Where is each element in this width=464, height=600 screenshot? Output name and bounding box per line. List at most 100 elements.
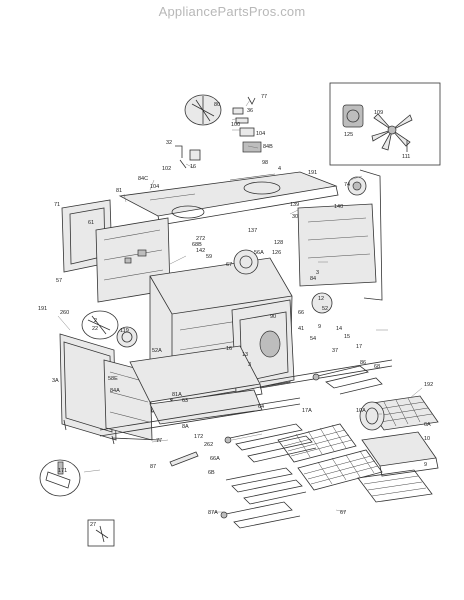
leg-leveler-inset — [39, 459, 81, 497]
part-label: 58E — [108, 376, 118, 382]
part-label: 84 — [310, 276, 316, 282]
part-label: 262 — [204, 442, 213, 448]
part-label: 119 — [120, 328, 129, 334]
hinge-inset — [81, 310, 138, 348]
oven-rack-2 — [297, 449, 383, 491]
part-label: 87A — [208, 510, 218, 516]
site-watermark: AppliancePartsPros.com — [158, 4, 306, 19]
part-label: 140 — [334, 204, 343, 210]
part-label: 137 — [248, 228, 257, 234]
part-label: 272 — [196, 236, 205, 242]
part-label: 14 — [336, 326, 342, 332]
part-label: 6B — [208, 470, 215, 476]
part-label: 17 — [356, 344, 362, 350]
part-label: 37 — [332, 348, 338, 354]
part-label: 81A — [172, 392, 182, 398]
trim-strip — [169, 451, 199, 467]
part-label: 86 — [360, 360, 366, 366]
part-label: 192 — [424, 382, 433, 388]
part-label: 66 — [298, 310, 304, 316]
part-label: 191 — [38, 306, 47, 312]
part-label: 9 — [424, 462, 427, 468]
part-label: 3 — [248, 362, 251, 368]
bottom-element — [220, 501, 301, 529]
part-label: 172 — [194, 434, 203, 440]
part-label: 57 — [56, 278, 62, 284]
part-labels: 77 36 80 100 104 84B 32 16 98 4 191 139 … — [38, 94, 433, 528]
part-label: 142 — [196, 248, 205, 254]
part-label: 84B — [263, 144, 273, 150]
part-label: 4 — [278, 166, 281, 172]
storage-drawer — [129, 345, 263, 425]
part-label: 54 — [310, 336, 316, 342]
convection-fan-inset — [329, 82, 441, 166]
part-label: 10A — [356, 408, 366, 414]
part-label: 63 — [182, 398, 188, 404]
part-label: 84C — [138, 176, 148, 182]
part-label: 81 — [116, 188, 122, 194]
part-label: 104 — [256, 131, 265, 137]
bake-element-upper — [224, 423, 317, 463]
screw-inset — [87, 519, 115, 547]
part-label: 52A — [152, 348, 162, 354]
part-label: 12 — [318, 296, 324, 302]
part-label: 17A — [302, 408, 312, 414]
part-label: 104 — [150, 184, 159, 190]
part-label: 30 — [292, 214, 298, 220]
oven-door — [59, 333, 153, 445]
part-label: 6A — [424, 422, 431, 428]
part-label: 68 — [374, 364, 380, 370]
fan-housing — [359, 401, 385, 431]
part-label: 8A — [182, 424, 189, 430]
part-label: 36 — [247, 108, 253, 114]
part-label: 191 — [308, 170, 317, 176]
part-label: 61 — [88, 220, 94, 226]
part-label: 80 — [214, 102, 220, 108]
part-label: 260 — [60, 310, 69, 316]
part-label: 16 — [190, 164, 196, 170]
part-label: 102 — [162, 166, 171, 172]
part-label: 16 — [226, 346, 232, 352]
side-panel-right — [297, 169, 383, 301]
broil-pan-grid — [357, 395, 439, 503]
part-label: 15 — [344, 334, 350, 340]
part-label: 13 — [242, 352, 248, 358]
part-label: 9 — [318, 324, 321, 330]
part-label: 59 — [206, 254, 212, 260]
part-label: 171 — [58, 468, 67, 474]
part-label: 77 — [261, 94, 267, 100]
part-label: 77 — [156, 438, 162, 444]
part-label: 109 — [374, 110, 383, 116]
part-label: 128 — [274, 240, 283, 246]
part-label: 71 — [54, 202, 60, 208]
part-label: 64 — [258, 404, 264, 410]
part-label: 125 — [344, 132, 353, 138]
broil-element — [312, 365, 383, 395]
leader-lines — [57, 99, 423, 513]
part-label: 68B — [192, 242, 202, 248]
slide-rails — [99, 359, 393, 441]
part-label: 66A — [210, 456, 220, 462]
part-label: 84A — [110, 388, 120, 394]
part-label: 111 — [402, 154, 410, 160]
part-label: 74 — [344, 182, 350, 188]
oven-rack-1 — [277, 423, 357, 463]
part-label: 100 — [231, 122, 240, 128]
part-label: 87 — [150, 464, 156, 470]
bake-element-lower — [225, 467, 307, 505]
part-label: 67 — [340, 510, 346, 516]
part-label: 10 — [424, 436, 430, 442]
part-label: 98 — [262, 160, 268, 166]
part-label: 126 — [272, 250, 281, 256]
part-label: 22 — [92, 326, 98, 332]
part-label: 56A — [254, 250, 264, 256]
part-label: 2 — [94, 318, 97, 324]
part-label: 32 — [166, 140, 172, 146]
part-label: 90 — [270, 314, 276, 320]
part-label: 139 — [290, 202, 299, 208]
part-label: 67 — [226, 262, 232, 268]
part-label: 3 — [316, 270, 319, 276]
part-label: 27 — [90, 522, 96, 528]
part-label: 3A — [52, 378, 59, 384]
